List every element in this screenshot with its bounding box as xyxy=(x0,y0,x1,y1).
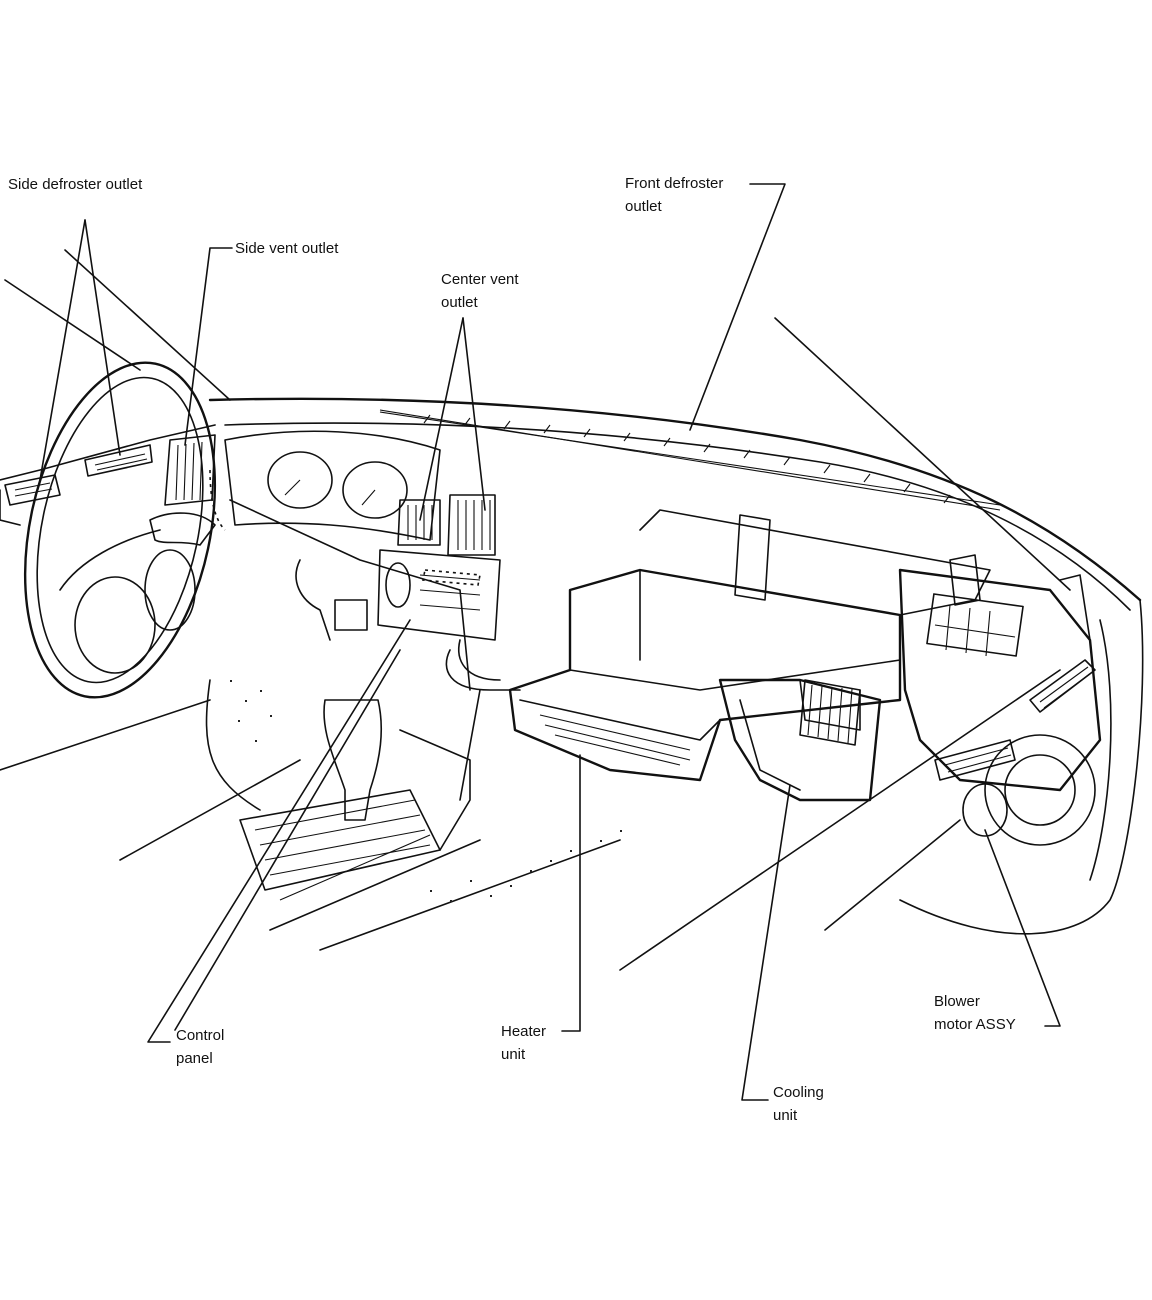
side-vent-outlet xyxy=(164,434,216,506)
side-defroster-outlet-right xyxy=(1029,659,1096,713)
label-heater-unit: Heater unit xyxy=(501,1023,547,1063)
dashboard-outline xyxy=(0,397,1144,935)
label-side-vent-outlet: Side vent outlet xyxy=(235,240,339,257)
side-defroster-outlet-left xyxy=(4,444,153,506)
label-cooling-unit: Cooling unit xyxy=(773,1084,824,1124)
control-panel xyxy=(377,549,501,641)
front-defroster-grille xyxy=(379,411,1001,506)
label-front-defroster-outlet: Front defroster outlet xyxy=(625,175,724,215)
label-control-panel: Control panel xyxy=(176,1027,225,1067)
floor-lines xyxy=(0,680,622,951)
center-vent-outlets xyxy=(397,494,496,556)
heater-unit xyxy=(445,509,991,782)
blower-motor-assy xyxy=(898,554,1102,846)
steering-wheel xyxy=(23,361,217,699)
label-center-vent-outlet: Center vent outlet xyxy=(441,271,519,311)
cooling-unit xyxy=(718,678,882,802)
label-blower-motor-assy: Blower motor ASSY xyxy=(934,993,1016,1033)
leader-lines xyxy=(4,183,1071,1101)
center-console xyxy=(205,499,471,891)
instrument-cluster xyxy=(209,430,441,541)
label-side-defroster-outlet: Side defroster outlet xyxy=(8,176,143,193)
